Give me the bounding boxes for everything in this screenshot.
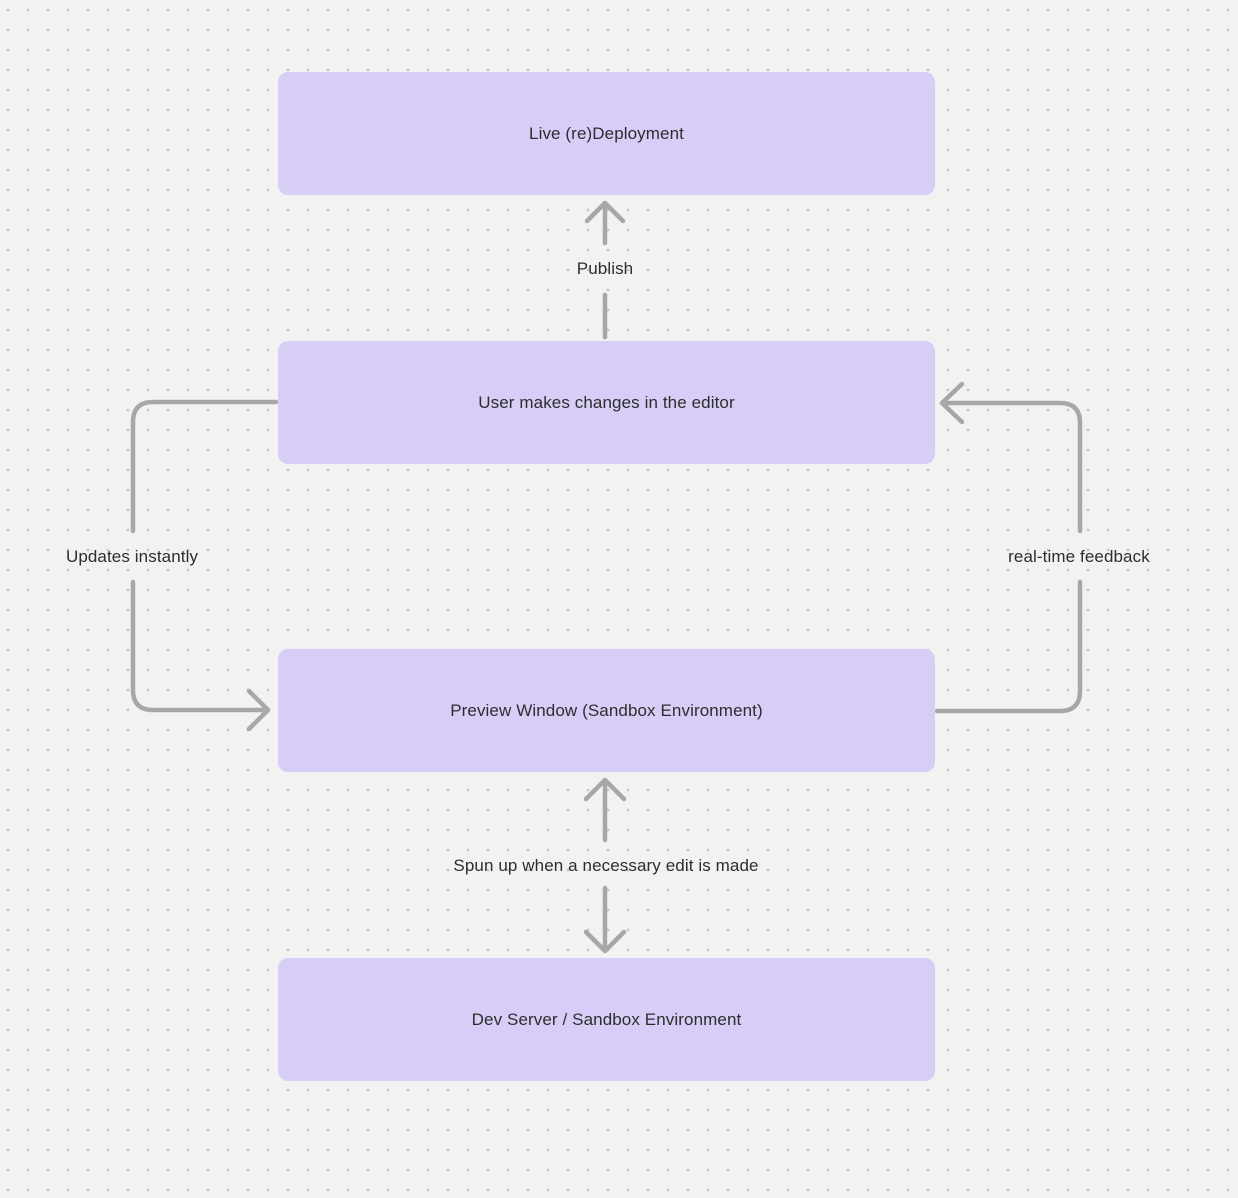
node-live-redeployment-label: Live (re)Deployment (529, 123, 684, 143)
node-preview-window-label: Preview Window (Sandbox Environment) (450, 700, 763, 720)
node-dev-server: Dev Server / Sandbox Environment (278, 958, 935, 1081)
edge-label-spun-up: Spun up when a necessary edit is made (453, 856, 759, 875)
edge-label-updates-instantly: Updates instantly (65, 547, 199, 566)
node-live-redeployment: Live (re)Deployment (278, 72, 935, 195)
node-user-editor: User makes changes in the editor (278, 341, 935, 464)
edge-label-publish: Publish (576, 259, 634, 278)
edge-label-realtime-feedback: real-time feedback (1008, 547, 1150, 566)
node-dev-server-label: Dev Server / Sandbox Environment (471, 1009, 742, 1029)
node-user-editor-label: User makes changes in the editor (478, 392, 735, 412)
node-preview-window: Preview Window (Sandbox Environment) (278, 649, 935, 772)
